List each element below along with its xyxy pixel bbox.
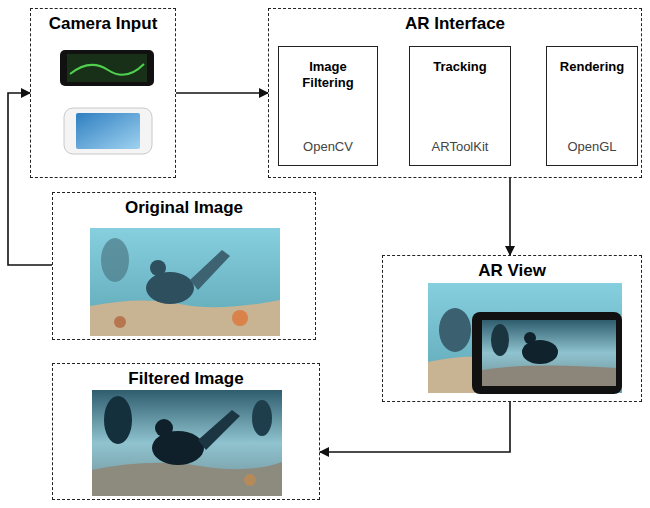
diver-head bbox=[155, 419, 173, 437]
module-box: Image FilteringOpenCV bbox=[278, 46, 378, 166]
module-box: RenderingOpenGL bbox=[546, 46, 638, 166]
library-name: OpenGL bbox=[567, 139, 616, 155]
diver-head bbox=[150, 260, 166, 276]
diver bbox=[104, 396, 132, 444]
flow-arrow bbox=[509, 178, 511, 255]
phone-picture bbox=[64, 108, 152, 154]
seabed bbox=[92, 462, 282, 496]
library-name: OpenCV bbox=[303, 139, 353, 155]
seabed bbox=[482, 365, 616, 386]
diver bbox=[439, 308, 471, 352]
diver bbox=[491, 324, 509, 356]
image-panel: Original Image bbox=[52, 192, 316, 340]
box-heading: Rendering bbox=[560, 59, 624, 75]
diver bbox=[146, 272, 194, 304]
diver bbox=[152, 431, 204, 465]
box-heading: Image Filtering bbox=[283, 59, 373, 92]
water bbox=[92, 390, 282, 496]
box-heading: Camera Input bbox=[31, 14, 175, 34]
water bbox=[428, 283, 622, 393]
screen-wave bbox=[70, 64, 144, 75]
flow-arrow bbox=[320, 402, 510, 452]
original-photo bbox=[90, 228, 280, 336]
water bbox=[90, 228, 280, 336]
ar-view-photo bbox=[428, 283, 622, 394]
seabed bbox=[90, 300, 280, 336]
tablet-screen bbox=[482, 320, 616, 386]
box-heading: AR Interface bbox=[269, 14, 641, 34]
interface-group: AR InterfaceImage FilteringOpenCV Trackin… bbox=[268, 8, 642, 178]
image-panel: AR View bbox=[382, 255, 642, 402]
diver bbox=[522, 340, 558, 364]
box-heading: Original Image bbox=[53, 198, 315, 218]
input-group: Camera Input bbox=[30, 8, 176, 178]
coral bbox=[244, 474, 256, 486]
diver bbox=[101, 238, 129, 282]
diver-legs bbox=[190, 250, 230, 290]
flow-arrow bbox=[176, 92, 268, 94]
box-heading: Filtered Image bbox=[53, 369, 319, 389]
diver-legs bbox=[198, 410, 240, 450]
image-panel: Filtered Image bbox=[52, 363, 320, 500]
library-name: ARToolKit bbox=[432, 139, 489, 155]
box-heading: AR View bbox=[383, 261, 641, 281]
tablet-body bbox=[472, 312, 622, 394]
coral bbox=[114, 316, 126, 328]
tablet-screen bbox=[67, 54, 147, 82]
filtered-photo bbox=[92, 390, 282, 496]
phone-body bbox=[64, 108, 152, 154]
phone-screen bbox=[76, 113, 140, 149]
tablet-body bbox=[60, 50, 154, 86]
box-heading: Tracking bbox=[433, 59, 486, 75]
diver-head bbox=[524, 332, 536, 344]
tablet-picture bbox=[60, 50, 154, 86]
diver bbox=[252, 400, 272, 436]
coral bbox=[232, 310, 248, 326]
module-box: TrackingARToolKit bbox=[409, 46, 511, 166]
